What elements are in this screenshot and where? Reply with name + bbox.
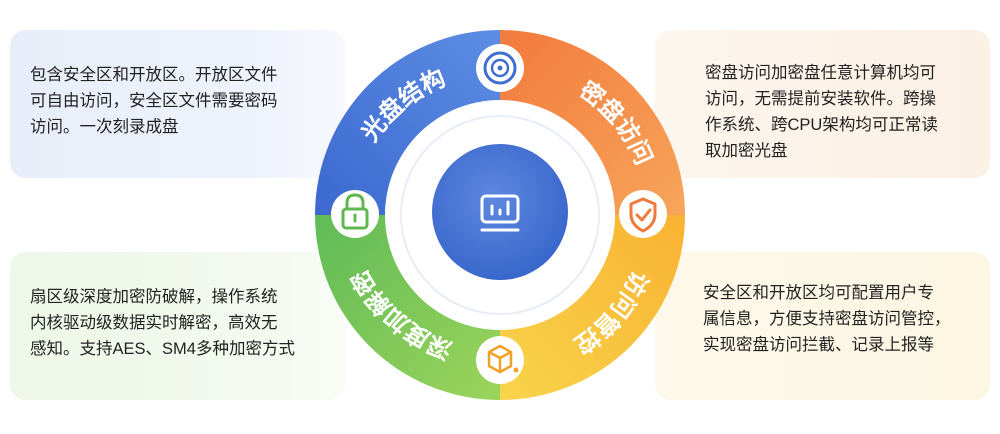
inner-ring-outline (400, 115, 600, 315)
card-encrypted-access-text: 密盘访问加密盘任意计算机均可 访问，无需提前安装软件。跨操 作系统、跨CPU架构… (705, 64, 938, 160)
padlock-icon (331, 190, 379, 238)
segment-deep-encryption (315, 215, 500, 400)
monitor-chart-icon (480, 194, 520, 232)
segment-encrypted-access (500, 30, 685, 215)
card-deep-encryption-text: 扇区级深度加密防破解，操作系统 内核驱动级数据实时解密，高效无 感知。支持AES… (30, 288, 295, 358)
disc-icon (476, 44, 524, 92)
cube-circuit-icon (476, 336, 524, 384)
shield-check-icon (619, 190, 667, 238)
card-disc-structure: 包含安全区和开放区。开放区文件 可自由访问，安全区文件需要密码 访问。一次刻录成… (10, 30, 345, 178)
card-disc-structure-text: 包含安全区和开放区。开放区文件 可自由访问，安全区文件需要密码 访问。一次刻录成… (30, 66, 278, 136)
segment-access-control (500, 215, 685, 400)
card-encrypted-access: 密盘访问加密盘任意计算机均可 访问，无需提前安装软件。跨操 作系统、跨CPU架构… (655, 30, 990, 178)
segment-disc-structure (315, 30, 500, 215)
card-access-control-text: 安全区和开放区均可配置用户专 属信息，方便支持密盘访问管控， 实现密盘访问拦截、… (703, 284, 951, 354)
card-deep-encryption: 扇区级深度加密防破解，操作系统 内核驱动级数据实时解密，高效无 感知。支持AES… (10, 252, 345, 400)
card-access-control: 安全区和开放区均可配置用户专 属信息，方便支持密盘访问管控， 实现密盘访问拦截、… (655, 252, 990, 400)
